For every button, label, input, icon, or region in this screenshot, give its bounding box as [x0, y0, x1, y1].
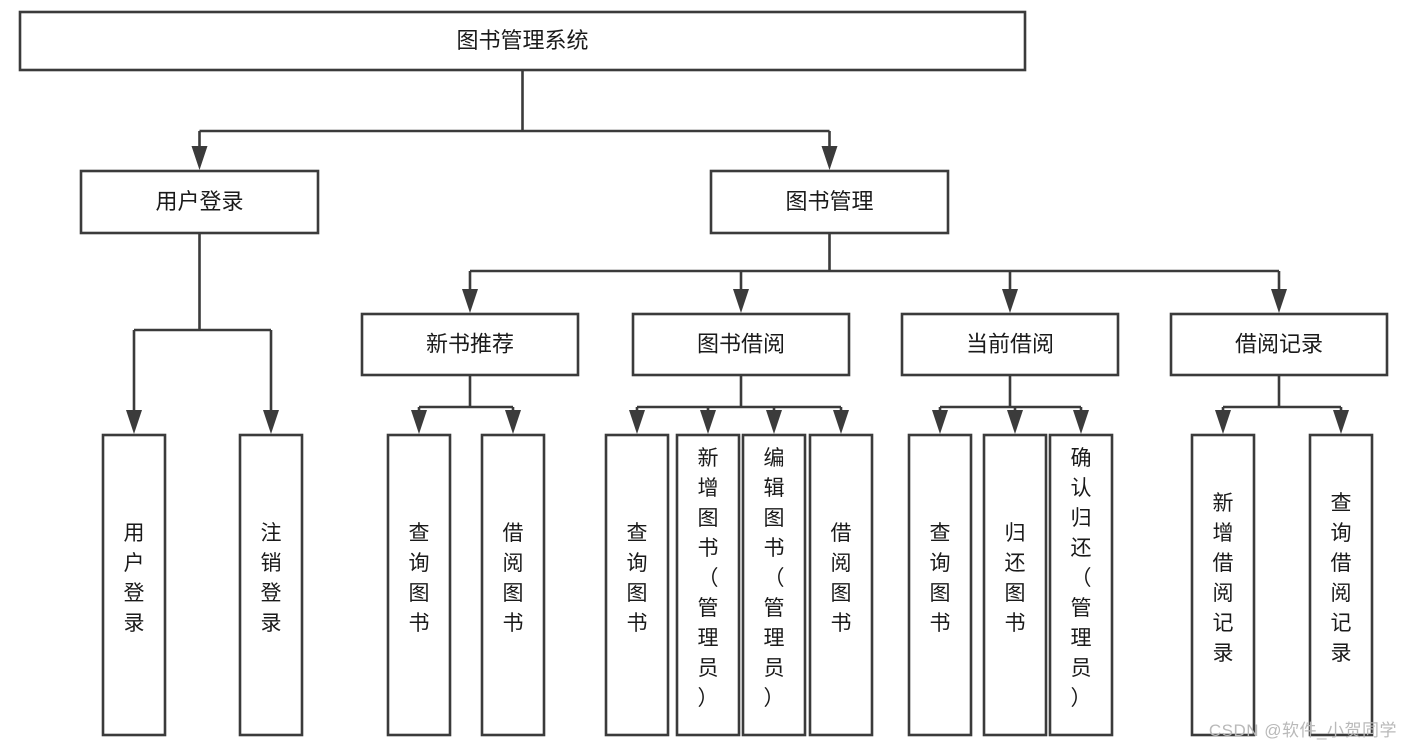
- node-borrow-record[interactable]: 借阅记录: [1169, 312, 1389, 377]
- node-label: 查询图书: [930, 522, 951, 635]
- node-leaf-user-login[interactable]: 用户登录: [101, 433, 167, 737]
- node-leaf-query-book-3[interactable]: 查询图书: [907, 433, 973, 737]
- node-layer: 图书管理系统用户登录图书管理新书推荐图书借阅当前借阅借阅记录用户登录注销登录查询…: [18, 10, 1389, 737]
- node-box: [741, 433, 807, 737]
- node-book-manage[interactable]: 图书管理: [709, 169, 950, 235]
- node-box: [480, 433, 546, 737]
- node-box: [238, 433, 304, 737]
- arrow-head-icon: [1271, 289, 1287, 313]
- connector-layer: [126, 70, 1349, 434]
- node-box: [18, 10, 1027, 72]
- node-label: 图书借阅: [697, 331, 785, 356]
- node-label: 查询图书: [409, 522, 430, 635]
- node-box: [386, 433, 452, 737]
- node-leaf-user-logout[interactable]: 注销登录: [238, 433, 304, 737]
- node-box: [808, 433, 874, 737]
- node-label: 借阅图书: [831, 522, 852, 635]
- node-box: [675, 433, 741, 737]
- node-user-login[interactable]: 用户登录: [79, 169, 320, 235]
- arrow-head-icon: [833, 410, 849, 434]
- arrow-head-icon: [126, 410, 142, 434]
- node-label: 用户登录: [124, 522, 145, 635]
- node-label: 图书管理系统: [456, 28, 588, 53]
- node-box: [1190, 433, 1256, 737]
- node-box: [101, 433, 167, 737]
- node-label: 用户登录: [155, 189, 243, 214]
- node-label: 注销登录: [261, 522, 282, 635]
- csdn-watermark: CSDN @软件_小贺同学: [1208, 721, 1397, 740]
- node-label: 查询借阅记录: [1331, 492, 1352, 665]
- arrow-head-icon: [1002, 289, 1018, 313]
- node-label: 归还图书: [1005, 522, 1026, 635]
- node-leaf-query-book-1[interactable]: 查询图书: [386, 433, 452, 737]
- node-box: [604, 433, 670, 737]
- node-label: 新增借阅记录: [1213, 492, 1234, 665]
- arrow-head-icon: [411, 410, 427, 434]
- node-book-borrow[interactable]: 图书借阅: [631, 312, 851, 377]
- node-leaf-edit-book[interactable]: 编辑图书（管理员）: [741, 433, 807, 737]
- arrow-head-icon: [932, 410, 948, 434]
- arrow-head-icon: [1007, 410, 1023, 434]
- arrow-head-icon: [263, 410, 279, 434]
- node-box: [982, 433, 1048, 737]
- node-new-book-recommend[interactable]: 新书推荐: [360, 312, 580, 377]
- arrow-head-icon: [821, 146, 838, 170]
- node-box: [900, 312, 1120, 377]
- node-label: 查询图书: [627, 522, 648, 635]
- node-current-borrow[interactable]: 当前借阅: [900, 312, 1120, 377]
- node-label: 新增图书（管理员）: [698, 447, 719, 710]
- node-label: 借阅记录: [1235, 331, 1323, 356]
- node-leaf-borrow-book-2[interactable]: 借阅图书: [808, 433, 874, 737]
- node-leaf-query-record[interactable]: 查询借阅记录: [1308, 433, 1374, 737]
- arrow-head-icon: [462, 289, 478, 313]
- node-box: [709, 169, 950, 235]
- arrow-head-icon: [191, 146, 208, 170]
- arrow-head-icon: [505, 410, 521, 434]
- arrow-head-icon: [629, 410, 645, 434]
- arrow-head-icon: [766, 410, 782, 434]
- node-box: [360, 312, 580, 377]
- node-box: [1169, 312, 1389, 377]
- node-leaf-confirm-return[interactable]: 确认归还（管理员）: [1048, 433, 1114, 737]
- node-box: [1048, 433, 1114, 737]
- node-label: 当前借阅: [966, 331, 1054, 356]
- arrow-head-icon: [733, 289, 749, 313]
- node-box: [79, 169, 320, 235]
- node-label: 新书推荐: [426, 331, 514, 356]
- arrow-head-icon: [1333, 410, 1349, 434]
- node-leaf-borrow-book-1[interactable]: 借阅图书: [480, 433, 546, 737]
- node-leaf-add-book[interactable]: 新增图书（管理员）: [675, 433, 741, 737]
- arrow-head-icon: [1215, 410, 1231, 434]
- node-label: 图书管理: [785, 189, 873, 214]
- node-leaf-return-book[interactable]: 归还图书: [982, 433, 1048, 737]
- node-label: 借阅图书: [503, 522, 524, 635]
- node-box: [907, 433, 973, 737]
- arrow-head-icon: [1073, 410, 1089, 434]
- arrow-head-icon: [700, 410, 716, 434]
- node-box: [1308, 433, 1374, 737]
- node-leaf-add-record[interactable]: 新增借阅记录: [1190, 433, 1256, 737]
- node-root[interactable]: 图书管理系统: [18, 10, 1027, 72]
- node-leaf-query-book-2[interactable]: 查询图书: [604, 433, 670, 737]
- node-label: 编辑图书（管理员）: [764, 447, 785, 710]
- node-box: [631, 312, 851, 377]
- node-label: 确认归还（管理员）: [1071, 447, 1092, 710]
